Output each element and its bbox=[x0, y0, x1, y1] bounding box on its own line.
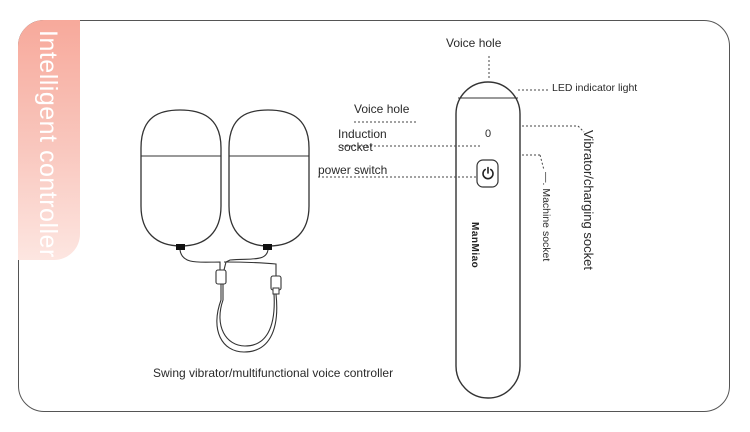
induction-socket-marker: 0 bbox=[485, 128, 492, 140]
power-icon[interactable] bbox=[481, 166, 495, 180]
label-voice-hole-left: Voice hole bbox=[354, 102, 410, 116]
label-induction-line2: socket bbox=[338, 140, 373, 154]
label-power-switch: power switch bbox=[318, 163, 388, 177]
label-led-indicator: LED indicator light bbox=[552, 82, 638, 94]
illustration-caption: Swing vibrator/multifunctional voice con… bbox=[153, 366, 394, 380]
label-induction-socket: Induction socket bbox=[338, 128, 387, 154]
label-machine-socket: —. Machine socket bbox=[540, 172, 552, 262]
controller-body bbox=[455, 81, 521, 399]
left-pad bbox=[140, 109, 222, 247]
side-banner: Intelligent controller bbox=[18, 20, 80, 260]
label-induction-line1: Induction bbox=[338, 127, 387, 141]
label-voice-hole-top: Voice hole bbox=[446, 36, 502, 50]
label-vibrator-charging-socket: Vibrator/charging socket bbox=[581, 130, 596, 270]
right-pad bbox=[228, 109, 310, 247]
brand-logo: ManMiao bbox=[469, 222, 480, 269]
